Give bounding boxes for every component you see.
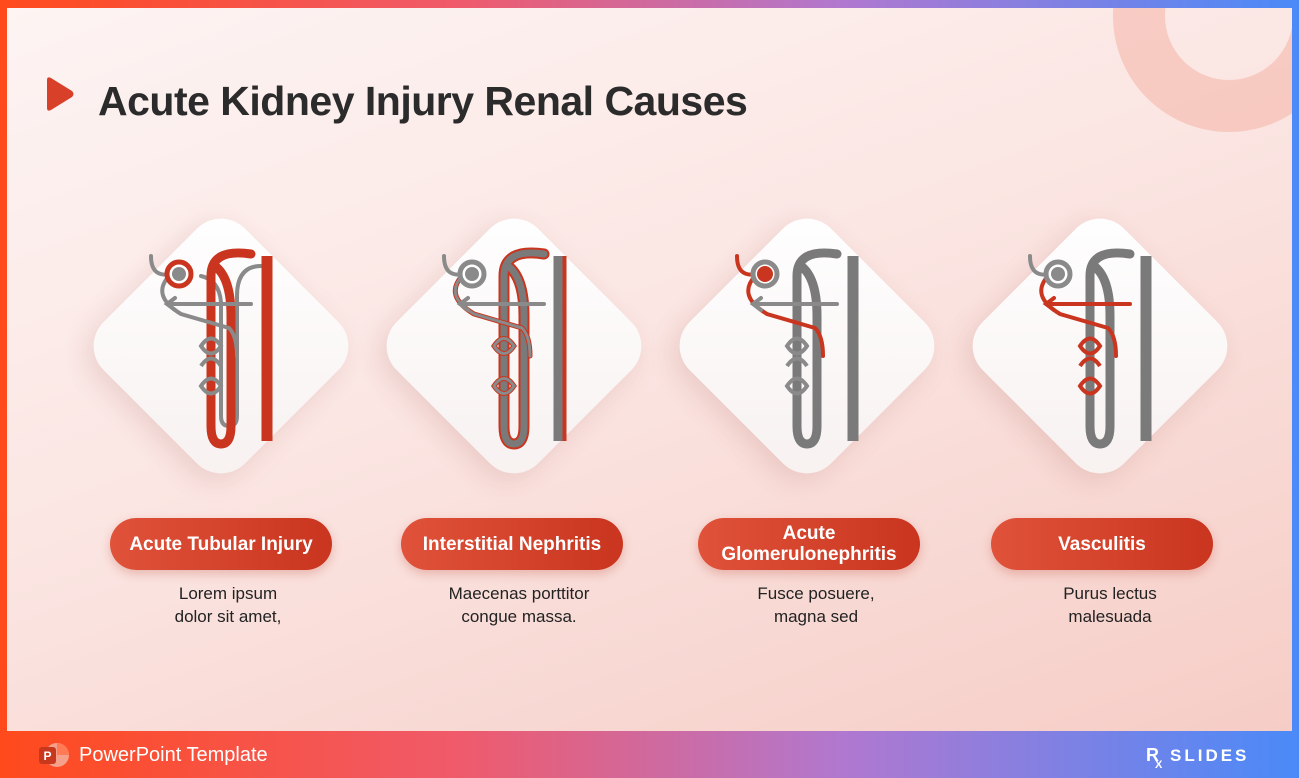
play-triangle-icon [47, 77, 74, 111]
decorative-ring [1113, 8, 1292, 132]
cause-description: Lorem ipsum dolor sit amet, [117, 582, 339, 628]
description-line: congue massa. [461, 607, 577, 626]
svg-text:X: X [1155, 759, 1163, 769]
nephron-vessels-highlight-icon [1028, 248, 1152, 449]
description-line: Lorem ipsum [178, 584, 278, 603]
cause-description: Fusce posuere, magna sed [705, 582, 927, 628]
svg-text:P: P [43, 749, 51, 763]
powerpoint-icon: P [39, 743, 69, 767]
cause-label-pill: Vasculitis [991, 518, 1213, 570]
nephron-glomerulus-highlight-icon [735, 248, 859, 449]
cause-label-pill: Interstitial Nephritis [401, 518, 623, 570]
cause-card-interstitial-nephritis [344, 176, 684, 516]
slide-title: Acute Kidney Injury Renal Causes [98, 78, 748, 124]
cause-description: Purus lectus malesuada [999, 582, 1221, 628]
cause-description: Maecenas porttitor congue massa. [408, 582, 630, 628]
rx-slides-logo: R X SLIDES [1146, 745, 1249, 769]
svg-text:SLIDES: SLIDES [1170, 746, 1249, 765]
footer-bar: P PowerPoint Template R X SLIDES [0, 731, 1299, 778]
cause-label-pill: Acute Glomerulonephritis [698, 518, 920, 570]
slide: Acute Kidney Injury Renal Causes [7, 8, 1292, 731]
description-line: Maecenas porttitor [448, 584, 590, 603]
description-line: dolor sit amet, [174, 607, 282, 626]
description-line: magna sed [773, 607, 859, 626]
nephron-tubule-highlight-icon [149, 248, 273, 449]
cause-card-acute-glomerulonephritis [637, 176, 977, 516]
description-line: malesuada [1068, 607, 1152, 626]
description-line: Fusce posuere, [757, 584, 875, 603]
cause-card-vasculitis [930, 176, 1270, 516]
cause-card-acute-tubular-injury [51, 176, 391, 516]
nephron-interstitium-highlight-icon [442, 247, 567, 450]
footer-template-label: PowerPoint Template [79, 744, 268, 766]
cause-label-pill: Acute Tubular Injury [110, 518, 332, 570]
description-line: Purus lectus [1063, 584, 1157, 603]
svg-text:R: R [1146, 745, 1160, 765]
